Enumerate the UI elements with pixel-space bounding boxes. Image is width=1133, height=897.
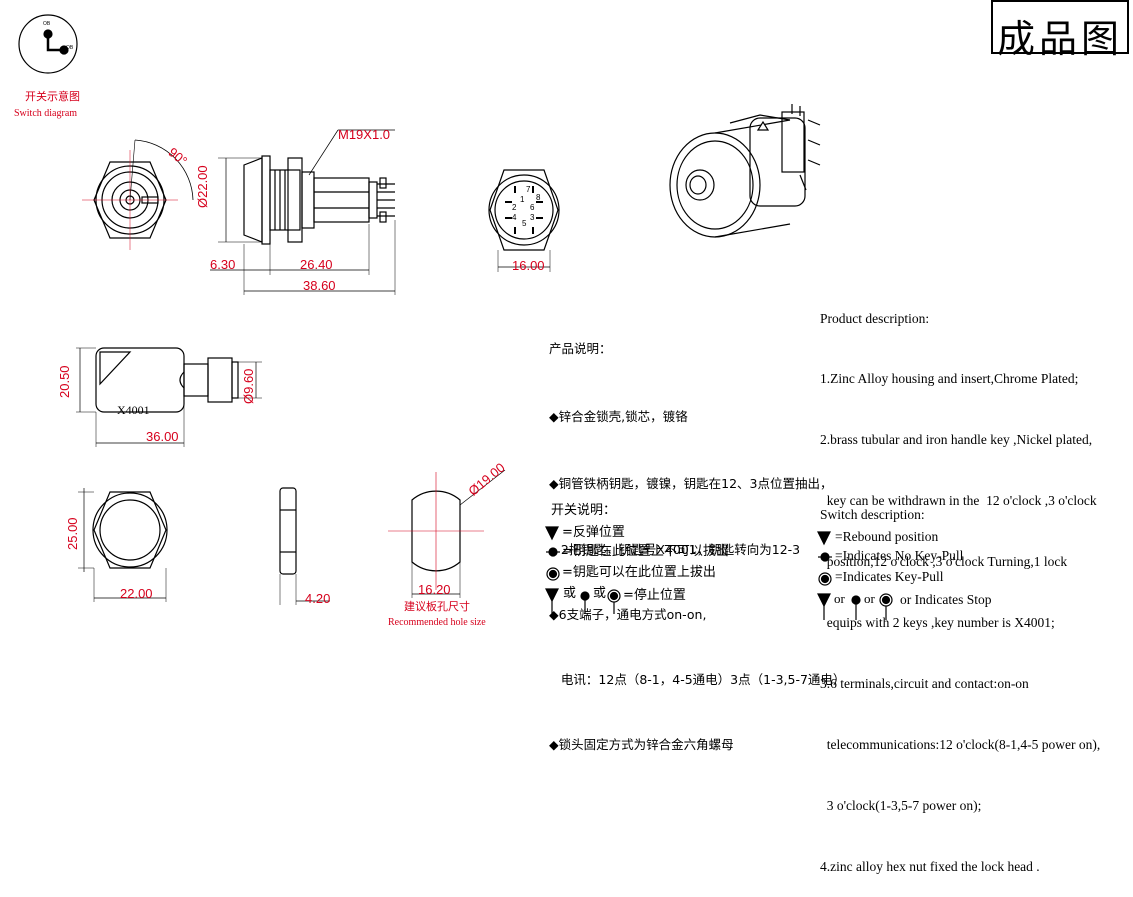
terminal-number: 2 [512, 203, 517, 212]
dim-key-len: 36.00 [146, 429, 179, 444]
recommended-hole-view [388, 469, 506, 598]
switch-diagram-label-en: Switch diagram [14, 108, 78, 119]
terminal-number: 7 [526, 185, 531, 194]
switch-description-cn-title: 开关说明： [551, 503, 617, 518]
dim-nut-height: 25.00 [65, 517, 80, 550]
product-description-cn-line: 2把钥匙，钥匙号X4001，钥匙转向为12-3 [549, 541, 801, 557]
dim-head-dia: Ø22.00 [195, 165, 210, 208]
product-description-en-line: 4.zinc alloy hex nut fixed the lock head… [820, 858, 1040, 874]
terminal-number: 8 [536, 193, 541, 202]
product-description-en-line: 3 o'clock(1-3,5-7 power on); [820, 797, 982, 813]
product-description-en-line: 1.Zinc Alloy housing and insert,Chrome P… [820, 371, 1079, 387]
dim-head-len: 6.30 [210, 257, 236, 272]
hole-label-cn: 建议板孔尺寸 [404, 601, 470, 613]
technical-drawing [18, 14, 893, 620]
terminal-slots [505, 186, 543, 234]
dim-thread: M19X1.0 [338, 127, 391, 142]
drawing-stamp: 成品图 [991, 0, 1129, 61]
switch-diagram-top-label: OB [43, 21, 51, 27]
dim-key-dia: Ø9.60 [241, 368, 256, 404]
rear-view [488, 169, 560, 272]
switch-diagram-icon [18, 14, 78, 74]
product-description-cn-line: ◆铜管铁柄钥匙，镀镍，钥匙在12、3点位置抽出， [549, 476, 833, 491]
switch-legend-en-symbols [817, 531, 893, 620]
switch-en-rebound: =Rebound position [835, 529, 939, 544]
dim-nut-width: 22.00 [120, 586, 153, 601]
nut-side-view [279, 487, 330, 605]
nut-front-view [78, 488, 168, 602]
product-photo-view [669, 104, 821, 238]
front-view [82, 139, 194, 250]
product-description-en-line: 3.6 terminals,circuit and contact:on-on [820, 675, 1029, 691]
product-description-en-line: equips with 2 keys ,key number is X4001; [820, 615, 1055, 631]
dim-key-height: 20.50 [57, 365, 72, 398]
key-view [76, 347, 262, 447]
switch-cn-pull: =钥匙可以在此位置上拔出 [562, 565, 716, 580]
product-description-en-line: position,12 o'clock ,3 o'clock Turning,1… [820, 554, 1068, 570]
terminal-number: 6 [530, 203, 535, 212]
terminal-number: 1 [520, 195, 525, 204]
product-description-cn-line: ◆锌合金锁壳,锁芯，镀铬 [549, 408, 688, 424]
dim-total-len: 38.60 [303, 278, 336, 293]
switch-en-no-pull: =Indicates No Key-Pull [835, 548, 964, 563]
product-description-en-line: telecommunications:12 o'clock(8-1,4-5 po… [820, 736, 1101, 752]
product-description-cn-title: 产品说明： [549, 341, 612, 356]
switch-en-or-2: or [864, 591, 875, 606]
switch-legend-cn-symbols [545, 526, 621, 614]
switch-cn-no-pull: =钥匙在此位置上不可以拔出 [562, 544, 729, 559]
switch-cn-rebound: =反弹位置 [562, 525, 625, 540]
switch-diagram-label-cn: 开关示意图 [25, 91, 80, 103]
terminal-number: 5 [522, 219, 527, 228]
product-description-cn-line: ◆锁头固定方式为锌合金六角螺母 [549, 737, 734, 752]
switch-en-stop: or Indicates Stop [900, 592, 992, 607]
hole-label-en: Recommended hole size [388, 617, 486, 628]
dim-rear-width: 16.00 [512, 258, 545, 273]
switch-cn-or-1: 或 [563, 586, 577, 601]
stamp-label: 成品图 [997, 17, 1124, 61]
switch-diagram-right-label: OB [66, 45, 74, 51]
switch-cn-stop: =停止位置 [623, 588, 686, 603]
side-view [210, 129, 396, 295]
terminal-number: 3 [530, 213, 535, 222]
switch-description-en-title: Switch description: [820, 507, 925, 522]
key-number-label: X4001 [117, 403, 150, 417]
product-description-en-line: 2.brass tubular and iron handle key ,Nic… [820, 432, 1093, 448]
dim-nut-thick: 4.20 [305, 591, 331, 606]
product-description-cn-line: ◆6支端子，通电方式on-on, [549, 606, 707, 622]
switch-en-or-1: or [834, 591, 845, 606]
terminal-number: 4 [512, 213, 517, 222]
product-description-cn-line: 电讯：12点（8-1，4-5通电）3点（1-3,5-7通电） [549, 672, 846, 687]
switch-en-pull: =Indicates Key-Pull [835, 569, 944, 584]
product-description-en-title: Product description: [820, 310, 930, 326]
dim-hole-flat: 16.20 [418, 582, 451, 597]
product-description-en-line: key can be withdrawn in the 12 o'clock ,… [820, 493, 1097, 509]
dim-body-len: 26.40 [300, 257, 333, 272]
switch-cn-or-2: 或 [593, 586, 607, 601]
